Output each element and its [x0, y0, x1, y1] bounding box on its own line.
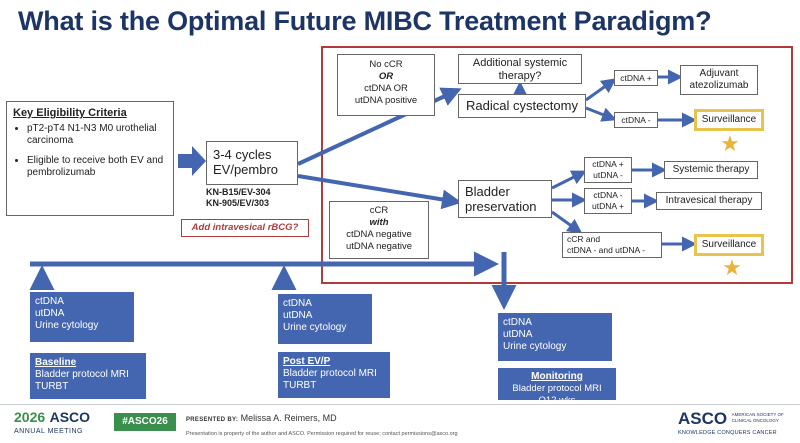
marker-line: cCR and	[567, 234, 601, 244]
ctdna-pos-utdna-neg-box: ctDNA + utDNA -	[584, 157, 632, 183]
marker-line: ctDNA -	[593, 190, 623, 200]
trial-names: KN-B15/EV-304 KN-905/EV/303	[206, 187, 306, 209]
biomarker-item: utDNA	[35, 308, 65, 319]
star-icon: ★	[722, 255, 742, 280]
page-title: What is the Optimal Future MIBC Treatmen…	[18, 6, 712, 36]
footer-year: 2026	[14, 409, 46, 425]
baseline-biomarkers: ctDNA utDNA Urine cytology	[30, 292, 134, 342]
biomarker-item: utDNA	[283, 310, 313, 321]
footer-divider	[0, 404, 800, 405]
footer-asco: ASCO	[49, 409, 91, 425]
monitoring-biomarkers: ctDNA utDNA Urine cytology	[498, 313, 612, 361]
no-ccr-line: ctDNA OR	[364, 83, 408, 94]
biomarker-item: Urine cytology	[35, 320, 99, 331]
ccr-line: ctDNA negative	[346, 229, 412, 240]
arrow-to-ccr-both	[551, 210, 583, 234]
monitoring-heading: Monitoring	[531, 371, 583, 382]
marker-line: ctDNA - and utDNA -	[567, 245, 645, 255]
additional-systemic-box: Additional systemic therapy?	[458, 54, 582, 84]
post-evp-biomarkers: ctDNA utDNA Urine cytology	[278, 294, 372, 344]
trial-name: KN-B15/EV-304	[206, 187, 271, 197]
biomarker-item: ctDNA	[35, 296, 64, 307]
arrow-criteria-to-treatment	[178, 146, 206, 176]
marker-line: utDNA -	[593, 170, 623, 180]
eligibility-criteria-box: Key Eligibility Criteria pT2-pT4 N1-N3 M…	[6, 101, 174, 216]
society-sub-line: CLINICAL ONCOLOGY	[731, 417, 779, 423]
imaging-item: Bladder protocol MRI	[35, 369, 129, 380]
arrow-to-ctdna-minus	[585, 106, 617, 122]
biomarker-item: utDNA	[503, 329, 533, 340]
star-icon: ★	[720, 131, 740, 156]
arrow-to-mixed-a	[551, 170, 587, 190]
trial-name: KN-905/EV/303	[206, 198, 270, 208]
treatment-box: 3-4 cycles EV/pembro	[206, 141, 298, 185]
footer-meeting: ANNUAL MEETING	[14, 428, 83, 435]
monitoring-imaging: Monitoring Bladder protocol MRI Q12 wks	[498, 368, 616, 406]
surveillance-box-bottom: Surveillance	[694, 234, 764, 256]
ccr-line: utDNA negative	[345, 241, 412, 252]
marker-line: ctDNA +	[592, 159, 624, 169]
no-ccr-line: utDNA positive	[354, 95, 418, 106]
decision-region-frame	[321, 46, 793, 284]
asco-annual-meeting-logo: 2026 ASCO ANNUAL MEETING	[14, 409, 104, 439]
add-rbcg-note: Add intravesical rBCG?	[181, 219, 309, 237]
arrow-to-ctdna-plus	[585, 78, 617, 102]
footer-disclaimer: Presentation is property of the author a…	[186, 431, 458, 437]
baseline-imaging: Baseline Bladder protocol MRI TURBT	[30, 353, 146, 399]
society-sub-line: AMERICAN SOCIETY OF	[731, 412, 784, 417]
hashtag-badge: #ASCO26	[114, 413, 176, 431]
intravesical-therapy-box: Intravesical therapy	[656, 192, 762, 210]
eligibility-list: pT2-pT4 N1-N3 M0 urothelial carcinoma El…	[13, 123, 167, 179]
no-ccr-box: No cCR OR ctDNA OR utDNA positive	[337, 54, 435, 116]
asco-society-logo: ASCO AMERICAN SOCIETY OF CLINICAL ONCOLO…	[678, 409, 796, 441]
imaging-item: TURBT	[283, 380, 317, 391]
presenter-name: Melissa A. Reimers, MD	[240, 413, 337, 423]
no-ccr-line: No cCR	[369, 59, 403, 70]
imaging-item: Bladder protocol MRI Q12 wks	[512, 383, 602, 406]
biomarker-item: Urine cytology	[503, 341, 567, 352]
society-tagline: KNOWLEDGE CONQUERS CANCER	[678, 430, 777, 436]
post-evp-heading: Post EV/P	[283, 356, 331, 367]
post-evp-imaging: Post EV/P Bladder protocol MRI TURBT	[278, 352, 390, 398]
no-ccr-or: OR	[378, 71, 394, 82]
baseline-heading: Baseline	[35, 357, 77, 368]
society-logo-text: ASCO	[678, 409, 728, 428]
ccr-both-negative-box: cCR and ctDNA - and utDNA -	[562, 232, 662, 258]
presented-by-label: PRESENTED BY:	[186, 417, 239, 423]
ccr-line: cCR	[369, 205, 389, 216]
adjuvant-box: Adjuvant atezolizumab	[680, 65, 758, 95]
ccr-box: cCR with ctDNA negative utDNA negative	[329, 201, 429, 259]
bladder-preservation-box: Bladder preservation	[458, 180, 552, 218]
eligibility-heading: Key Eligibility Criteria	[13, 107, 127, 119]
ctdna-neg-utdna-pos-box: ctDNA - utDNA +	[584, 188, 632, 214]
biomarker-item: Urine cytology	[283, 322, 347, 333]
biomarker-item: ctDNA	[503, 317, 532, 328]
eligibility-item: pT2-pT4 N1-N3 M0 urothelial carcinoma	[27, 123, 167, 147]
ctdna-minus-box: ctDNA -	[614, 112, 658, 128]
imaging-item: TURBT	[35, 381, 69, 392]
biomarker-item: ctDNA	[283, 298, 312, 309]
radical-cystectomy-box: Radical cystectomy	[458, 94, 586, 118]
marker-line: utDNA +	[592, 201, 624, 211]
ccr-with: with	[369, 217, 389, 228]
imaging-item: Bladder protocol MRI	[283, 368, 377, 379]
presenter-block: PRESENTED BY: Melissa A. Reimers, MD Pre…	[186, 413, 566, 439]
eligibility-item: Eligible to receive both EV and pembroli…	[27, 155, 167, 179]
systemic-therapy-box: Systemic therapy	[664, 161, 758, 179]
surveillance-box-top: Surveillance	[694, 109, 764, 131]
ctdna-plus-box: ctDNA +	[614, 70, 658, 86]
arrow-to-preservation	[297, 174, 462, 210]
